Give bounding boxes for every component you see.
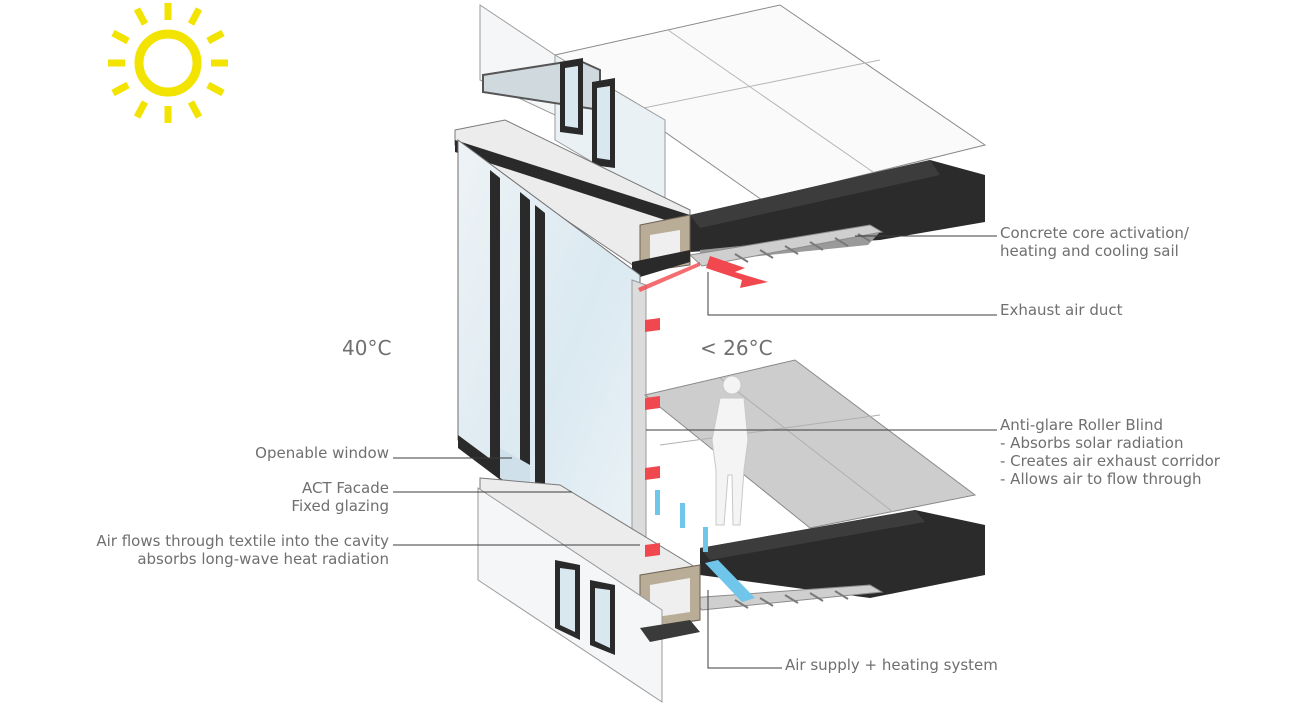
warm-air-arrows (638, 256, 768, 557)
lower-floor-slab (643, 359, 985, 598)
roller-blind-label: Anti-glare Roller Blind - Absorbs solar … (1000, 416, 1220, 488)
openable-window-label: Openable window (255, 444, 389, 462)
roller-blind-bullet: - Absorbs solar radiation (1000, 434, 1184, 452)
upper-cooling-sail (688, 224, 884, 267)
airflow-label-line2: absorbs long-wave heat radiation (137, 550, 389, 568)
cool-air-arrows (655, 490, 755, 602)
concrete-core-label-line2: heating and cooling sail (1000, 242, 1179, 260)
act-facade-label-line2: Fixed glazing (291, 497, 389, 515)
upper-outer-glazing (479, 4, 666, 206)
airflow-label-line1: Air flows through textile into the cavit… (96, 532, 389, 550)
lower-transom (477, 477, 701, 703)
roller-blind-bullet: - Allows air to flow through (1000, 470, 1202, 488)
air-supply-label: Air supply + heating system (785, 656, 998, 674)
roller-blind-bullet: - Creates air exhaust corridor (1000, 452, 1220, 470)
act-facade-label-line1: ACT Facade (301, 479, 389, 497)
airflow-label: Air flows through textile into the cavit… (96, 532, 389, 568)
lower-heating-pipes (688, 584, 884, 611)
act-facade-label: ACT Facade Fixed glazing (291, 479, 389, 515)
leader-lines (393, 235, 997, 669)
concrete-core-label: Concrete core activation/ heating and co… (1000, 224, 1189, 260)
outside-temperature: 40°C (342, 336, 392, 360)
concrete-core-label-line1: Concrete core activation/ (1000, 224, 1189, 242)
exhaust-duct-label: Exhaust air duct (1000, 301, 1123, 319)
upper-transom (454, 119, 691, 277)
inside-temperature: < 26°C (700, 336, 773, 360)
roller-blind-title: Anti-glare Roller Blind (1000, 416, 1164, 434)
sun-icon (108, 3, 228, 123)
